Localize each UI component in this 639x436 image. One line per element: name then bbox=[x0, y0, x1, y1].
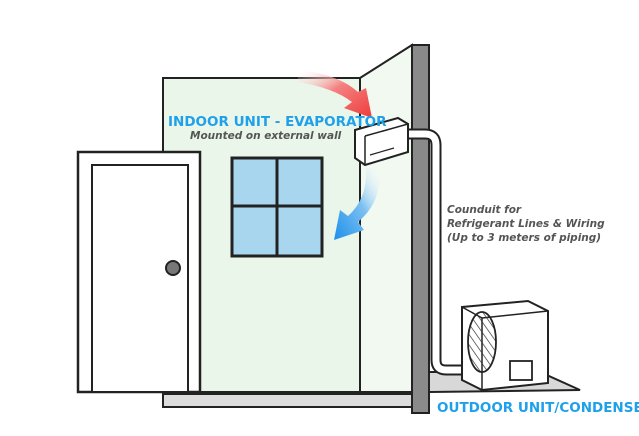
fan-grill bbox=[467, 311, 497, 373]
indoor-unit-subtitle: Mounted on external wall bbox=[190, 130, 342, 142]
wall-pillar bbox=[411, 44, 430, 414]
service-panel bbox=[509, 360, 533, 381]
curved-arrow-blue-icon bbox=[334, 168, 380, 240]
conduit-label-line1: Counduit for bbox=[447, 204, 522, 216]
curved-arrow-red-icon bbox=[298, 70, 372, 118]
window bbox=[230, 156, 324, 258]
outdoor-unit-title: OUTDOOR UNIT/CONDENSER bbox=[437, 400, 639, 416]
conduit-label-line2: Refrigerant Lines & Wiring bbox=[447, 218, 605, 230]
refrigerant-conduit bbox=[398, 128, 512, 376]
door bbox=[76, 150, 202, 394]
outdoor-unit bbox=[461, 299, 549, 392]
indoor-unit bbox=[354, 116, 409, 167]
conduit-label-line3: (Up to 3 meters of piping) bbox=[447, 232, 602, 244]
floor-slab bbox=[162, 393, 417, 408]
door-knob bbox=[165, 260, 181, 276]
indoor-unit-title: INDOOR UNIT - EVAPORATOR bbox=[168, 114, 387, 130]
